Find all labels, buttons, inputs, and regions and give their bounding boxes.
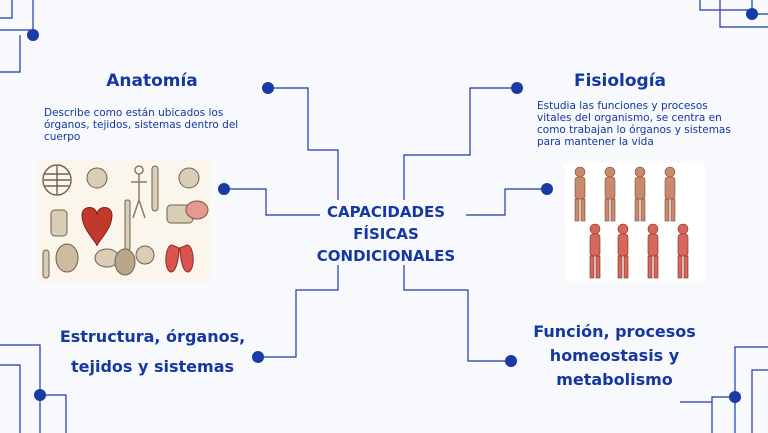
center-title-line2: FÍSICAS [353, 225, 419, 243]
anatomia-title: Anatomía [106, 71, 198, 91]
anatomy-illustrations-icon [42, 164, 209, 279]
connector-funcion [403, 265, 511, 362]
fisiologia-title: Fisiología [573, 71, 667, 91]
dot-top-left [27, 29, 39, 41]
funcion-line1: Función, procesos [533, 322, 696, 341]
connector-anatomia-image [224, 188, 320, 216]
dot-top-right [746, 8, 758, 20]
anatomia-description: Describe como están ubicados los órganos… [44, 107, 239, 143]
dot-anatomia-image [218, 183, 230, 195]
corner-lines-bottom-left [0, 344, 67, 433]
funcion-title: Función, procesos homeostasis y metaboli… [527, 320, 702, 392]
center-title-line3: CONDICIONALES [316, 247, 456, 265]
fisiologia-description: Estudia las funciones y procesos vitales… [537, 100, 731, 148]
dot-funcion [505, 355, 517, 367]
estructura-title: Estructura, órganos, tejidos y sistemas [50, 322, 255, 382]
dot-fisiologia-image [541, 183, 553, 195]
estructura-line1: Estructura, órganos, [59, 327, 246, 346]
funcion-line2: homeostasis y [549, 346, 680, 365]
estructura-line2: tejidos y sistemas [70, 357, 235, 376]
human-body-systems-image [565, 163, 705, 281]
connector-estructura [258, 265, 339, 358]
dot-anatomia [262, 82, 274, 94]
anatomy-illustrations-image [37, 160, 210, 282]
corner-lines-bottom-right [680, 346, 768, 433]
center-title-line1: CAPACIDADES [327, 203, 445, 221]
funcion-line3: metabolismo [556, 370, 673, 389]
human-body-systems-icon [574, 166, 689, 279]
dot-bottom-right [729, 391, 741, 403]
center-title: CAPACIDADES FÍSICAS CONDICIONALES [300, 201, 472, 267]
connector-fisiologia [403, 87, 517, 200]
connector-anatomia [268, 87, 339, 200]
dot-fisiologia [511, 82, 523, 94]
dot-estructura [252, 351, 264, 363]
dot-bottom-left [34, 389, 46, 401]
connector-fisiologia-image [466, 188, 547, 216]
